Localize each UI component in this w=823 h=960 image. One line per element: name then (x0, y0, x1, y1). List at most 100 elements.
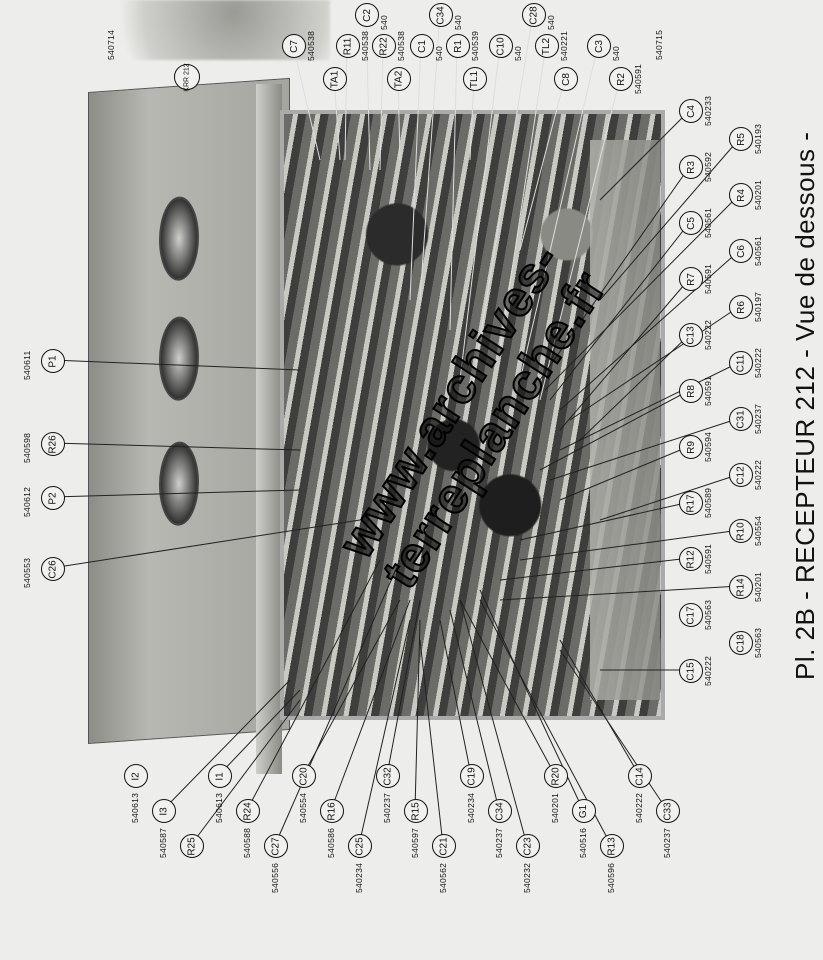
callout-r6: R6 (729, 295, 753, 319)
callout-ref: R7 (685, 272, 697, 286)
part-number: 540594 (703, 431, 713, 462)
callout-c3: C3 (587, 34, 611, 58)
callout-r2: R2 (609, 67, 633, 91)
part-number: 540232 (522, 862, 532, 893)
part-number: 540234 (466, 792, 476, 823)
callout-ref: R1 (452, 39, 464, 53)
callout-c33: C33 (656, 799, 680, 823)
part-number: 540598 (22, 432, 32, 463)
part-number: 540201 (550, 792, 560, 823)
callout-ref: R26 (47, 434, 59, 454)
callout-c11: C11 (729, 351, 753, 375)
callout-r8: R8 (679, 379, 703, 403)
callout-ref: I1 (214, 771, 226, 781)
callout-r10: R10 (729, 519, 753, 543)
part-number: 540554 (298, 792, 308, 823)
callout-ref: C17 (685, 605, 697, 625)
callout-ref: C34 (435, 5, 447, 25)
callout-p2: P2 (41, 486, 65, 510)
part-number: 540538 (360, 30, 370, 61)
part-number: 540516 (578, 827, 588, 858)
chassis-side (256, 84, 282, 774)
callout-ref: R8 (685, 384, 697, 398)
callout-ref: C6 (735, 244, 747, 258)
callout-c20: C20 (292, 764, 316, 788)
callout-c4: C4 (679, 99, 703, 123)
callout-ref: R14 (735, 577, 747, 597)
callout-i1: I1 (208, 764, 232, 788)
part-number: 540 (546, 14, 556, 30)
part-number: 540222 (753, 459, 763, 490)
callout-c25: C25 (348, 834, 372, 858)
callout-ref: C28 (528, 5, 540, 25)
part-number: 540586 (326, 827, 336, 858)
part-number: 540561 (703, 207, 713, 238)
callout-ref: R20 (550, 766, 562, 786)
callout-ref: R12 (685, 549, 697, 569)
part-number: 540222 (753, 347, 763, 378)
part-number: 540556 (270, 862, 280, 893)
callout-ref: C25 (354, 836, 366, 856)
callout-r26: R26 (41, 432, 65, 456)
part-number: 540553 (22, 557, 32, 588)
callout-r20: R20 (544, 764, 568, 788)
callout-ref: C14 (634, 766, 646, 786)
plate-label-krr212: KRR 212 (174, 63, 200, 91)
part-number: 540613 (130, 792, 140, 823)
callout-r7: R7 (679, 267, 703, 291)
callout-r14: R14 (729, 575, 753, 599)
callout-ta1: TA1 (323, 67, 347, 91)
callout-c10: C10 (489, 34, 513, 58)
part-number: 540554 (753, 515, 763, 546)
part-number: 540221 (559, 30, 569, 61)
callout-ref: C23 (522, 836, 534, 856)
callout-r12: R12 (679, 547, 703, 571)
callout-c26: C26 (41, 557, 65, 581)
part-number: 540201 (753, 179, 763, 210)
callout-r16: R16 (320, 799, 344, 823)
plate-caption: Pl. 2B - RECEPTEUR 212 - Vue de dessous … (790, 131, 820, 680)
callout-ref: R17 (685, 493, 697, 513)
callout-g1: G1 (572, 799, 596, 823)
part-number: 540538 (306, 30, 316, 61)
callout-c8: C8 (554, 67, 578, 91)
part-number: 540715 (654, 29, 664, 60)
callout-ref: G1 (578, 804, 590, 818)
callout-ref: C7 (288, 39, 300, 53)
part-number: 540 (611, 45, 621, 61)
callout-ref: TA2 (393, 70, 405, 88)
callout-c17: C17 (679, 603, 703, 627)
callout-ref: C15 (685, 661, 697, 681)
callout-c23: C23 (516, 834, 540, 858)
part-number: 540561 (753, 235, 763, 266)
callout-c6: C6 (729, 239, 753, 263)
part-number: 540 (453, 14, 463, 30)
callout-i2: I2 (124, 764, 148, 788)
part-number: 540591 (703, 543, 713, 574)
part-number: 540563 (703, 599, 713, 630)
callout-c34: C34 (429, 3, 453, 27)
callout-c28: C28 (522, 3, 546, 27)
callout-c15: C15 (679, 659, 703, 683)
callout-ta2: TA2 (387, 67, 411, 91)
callout-r25: R25 (180, 834, 204, 858)
part-number: 540592 (703, 151, 713, 182)
callout-ref: C34 (494, 801, 506, 821)
callout-ref: C13 (685, 325, 697, 345)
callout-ref: R3 (685, 160, 697, 174)
callout-ref: C11 (735, 354, 747, 372)
part-number: 540612 (22, 486, 32, 517)
callout-ref: C10 (495, 36, 507, 56)
callout-c12: C12 (729, 463, 753, 487)
part-number: 540197 (753, 291, 763, 322)
part-number: 540193 (753, 123, 763, 154)
part-number: 540 (434, 45, 444, 61)
callout-ref: C31 (735, 409, 747, 429)
part-number: 540 (379, 14, 389, 30)
part-number: 540587 (158, 827, 168, 858)
part-number: 540237 (662, 827, 672, 858)
part-number: 540222 (703, 319, 713, 350)
part-number: 540589 (703, 487, 713, 518)
callout-ref: C3 (593, 39, 605, 53)
part-number: 540591 (703, 263, 713, 294)
